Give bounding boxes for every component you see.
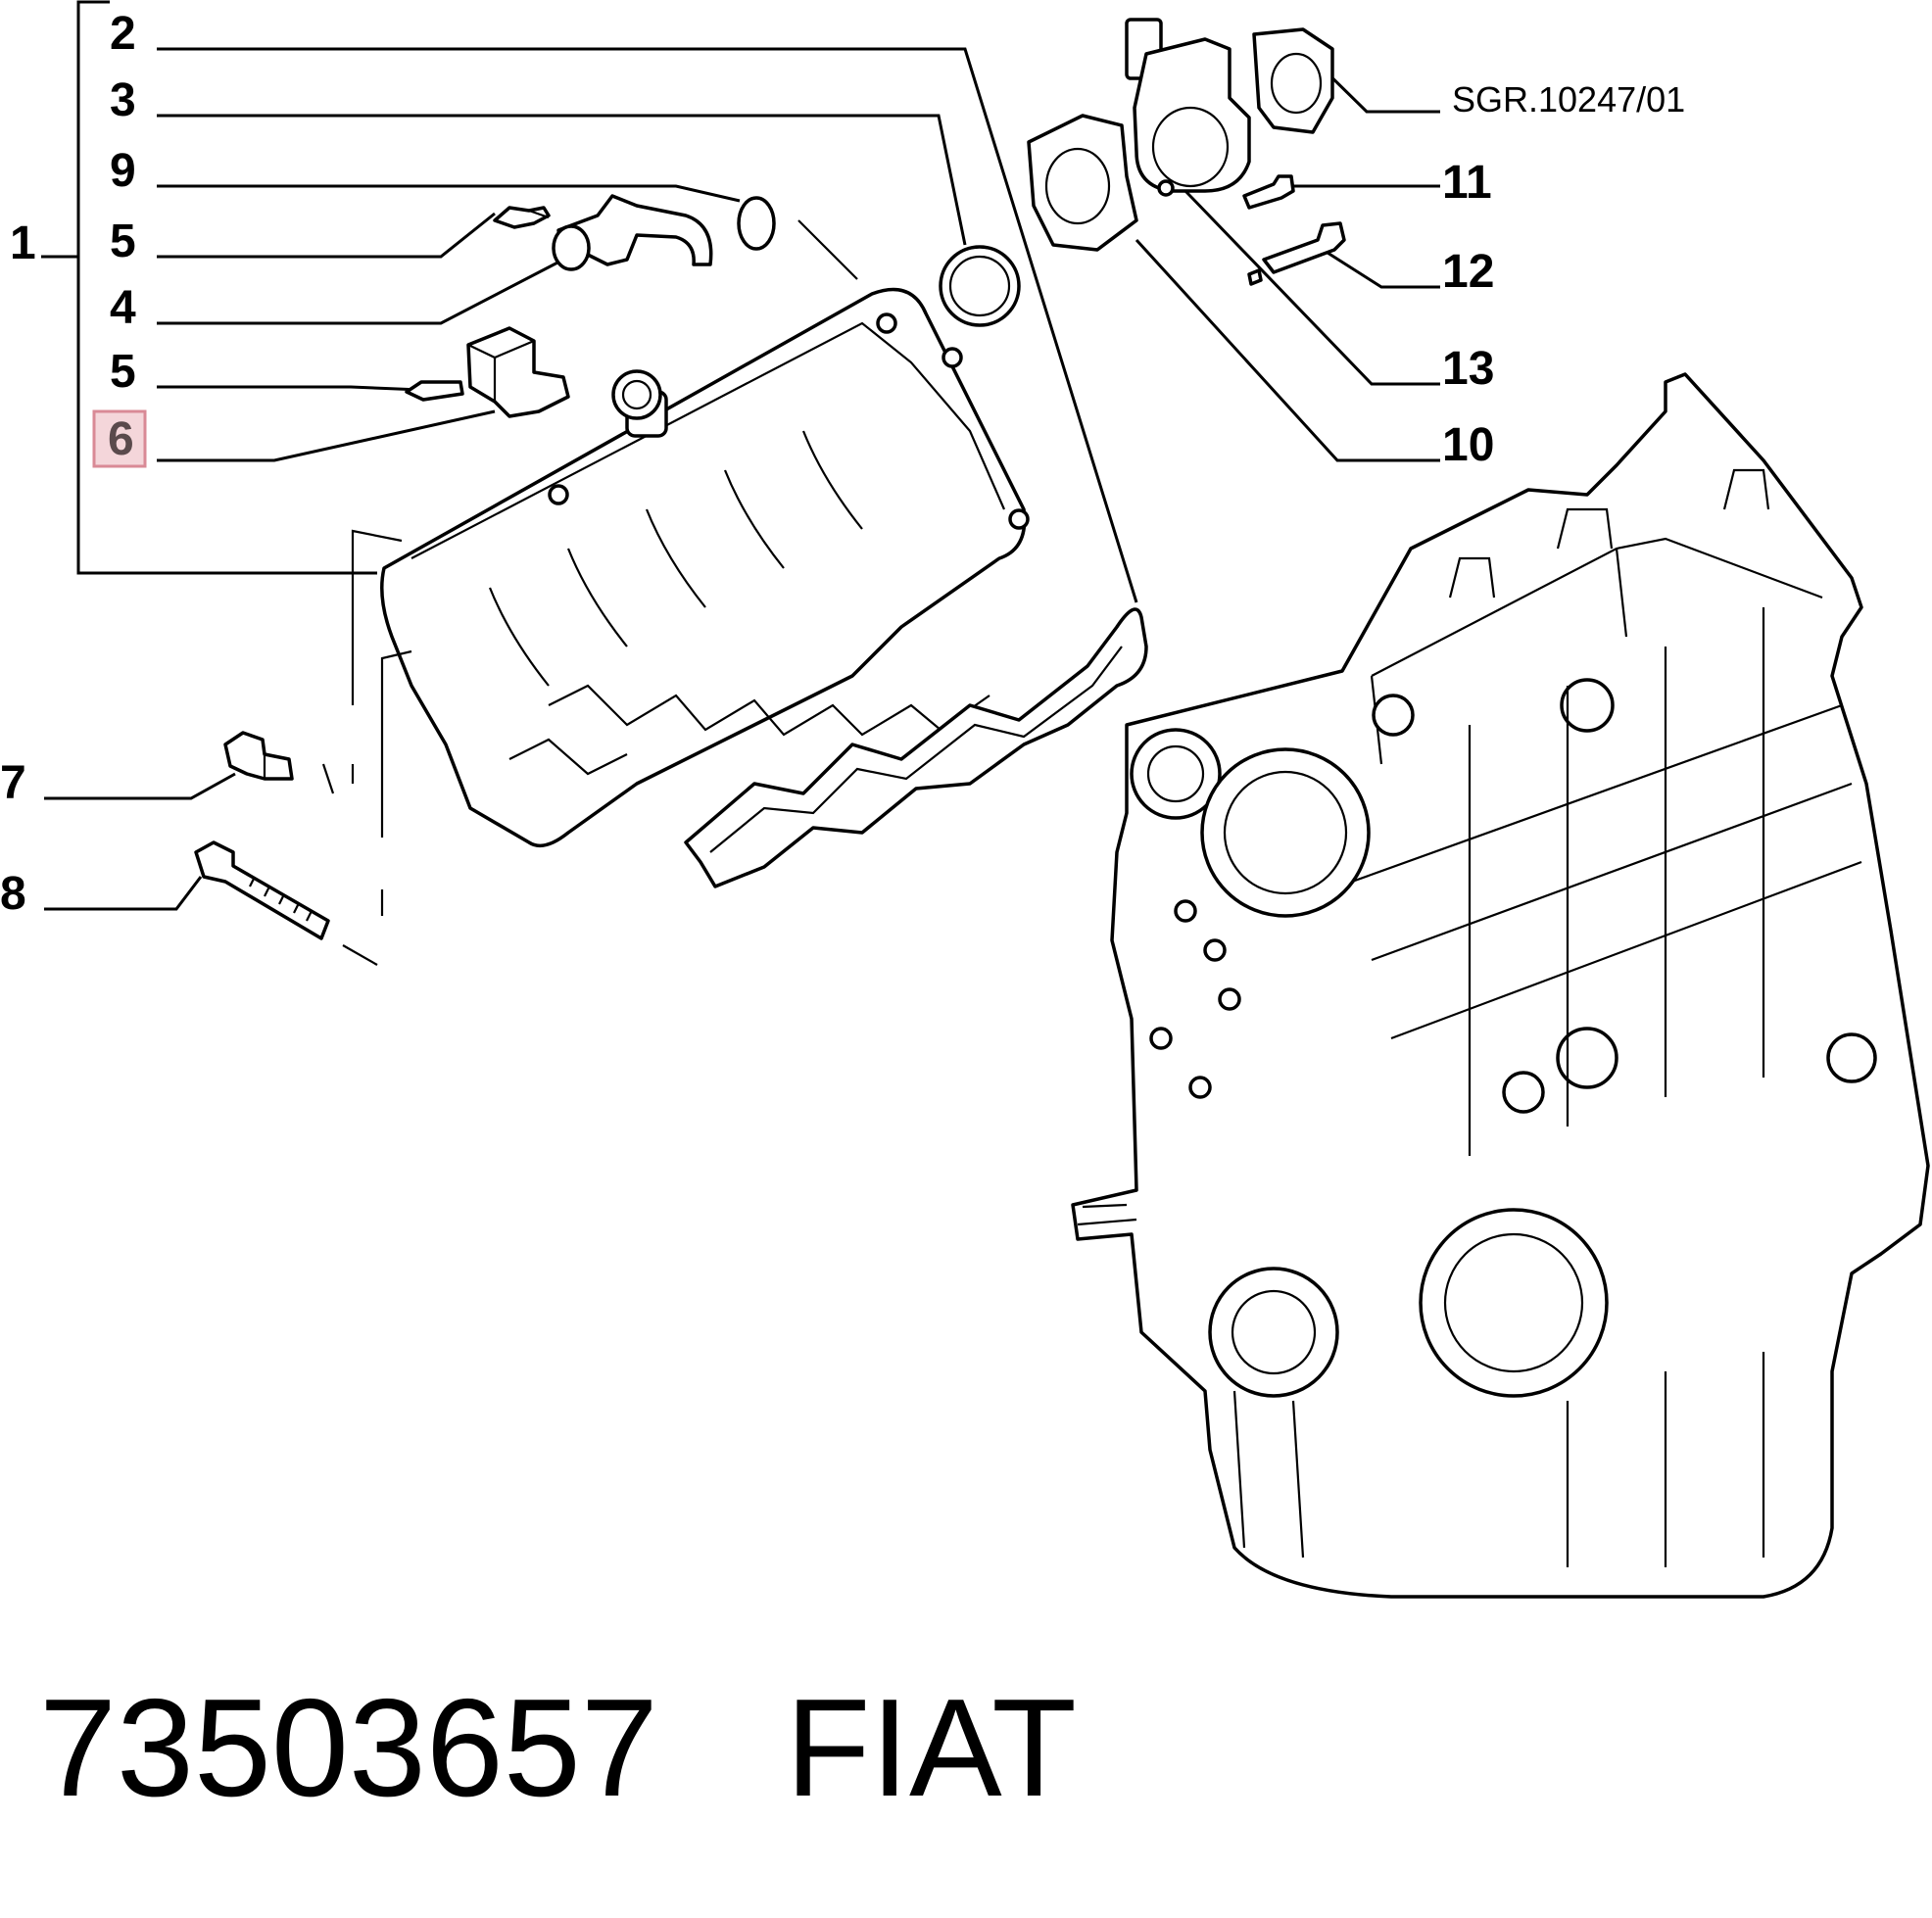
adapter-flange-10 [1027, 114, 1138, 252]
callout-6: 6 [108, 413, 134, 465]
screw-7 [223, 731, 294, 781]
callout-10: 10 [1442, 419, 1494, 471]
sealing-ring-3 [939, 245, 1021, 327]
engine-block [1071, 372, 1930, 1599]
bolt-12 [1247, 221, 1346, 286]
callout-2: 2 [110, 8, 136, 60]
throttle-body [1125, 18, 1251, 197]
callout-8: 8 [0, 868, 26, 920]
callout-1: 1 [10, 217, 36, 269]
brand-name: FIAT [785, 1670, 1077, 1826]
screw-5-top [493, 206, 551, 229]
callout-bracket [41, 0, 377, 575]
screw-5-lower [405, 380, 464, 402]
reference-code: SGR.10247/01 [1452, 79, 1685, 120]
sealing-ring-3-inner [948, 255, 1011, 317]
callout-7: 7 [0, 757, 26, 809]
callout-4: 4 [110, 282, 136, 334]
manifold-gasket [684, 607, 1148, 888]
leader-lines [44, 47, 1440, 966]
callout-3: 3 [110, 74, 136, 126]
highlight-box [92, 409, 147, 468]
manifold-gasket-inner [709, 646, 1123, 853]
throttle-flange-seal [1252, 27, 1334, 134]
callout-5: 5 [110, 216, 136, 267]
pipe-union-4 [552, 194, 713, 271]
callout-11: 11 [1442, 157, 1492, 209]
o-ring-9 [737, 196, 776, 251]
alignment-lines [351, 529, 412, 916]
callout-12: 12 [1442, 246, 1494, 298]
pressure-sensor-6 [466, 326, 570, 418]
part-number: 73503657 [39, 1670, 658, 1826]
intake-manifold [380, 287, 1030, 848]
screw-11 [1242, 174, 1295, 210]
bolt-8 [194, 840, 330, 940]
callout-13: 13 [1442, 343, 1494, 395]
callout-5-second: 5 [110, 346, 136, 398]
callout-9: 9 [110, 145, 136, 197]
